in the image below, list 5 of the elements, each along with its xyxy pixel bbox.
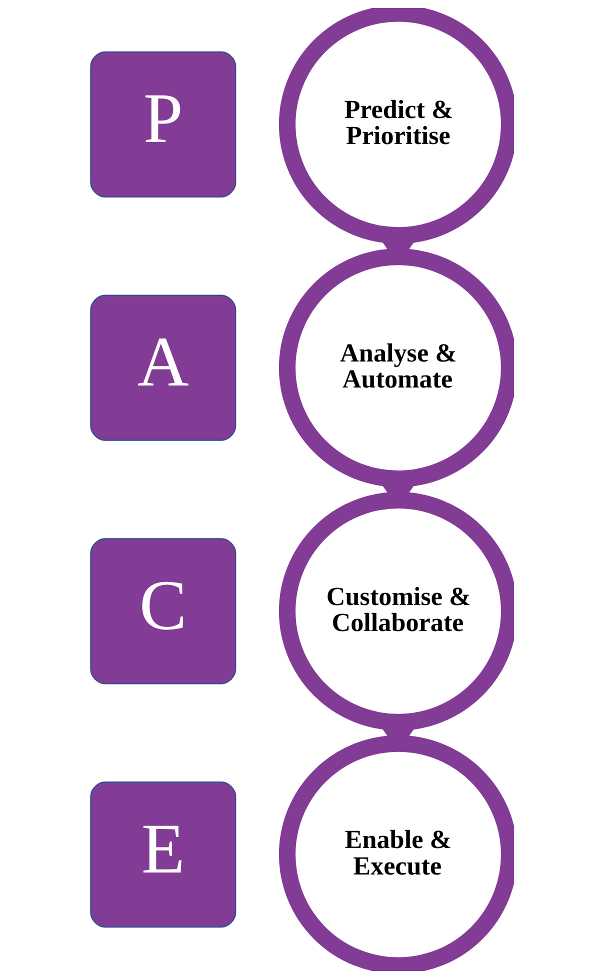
node-circle: Enable & Execute	[278, 735, 514, 971]
node-box: C	[90, 538, 236, 684]
node-box: E	[90, 782, 236, 928]
node-box: A	[90, 294, 236, 441]
node-box: P	[90, 51, 236, 198]
